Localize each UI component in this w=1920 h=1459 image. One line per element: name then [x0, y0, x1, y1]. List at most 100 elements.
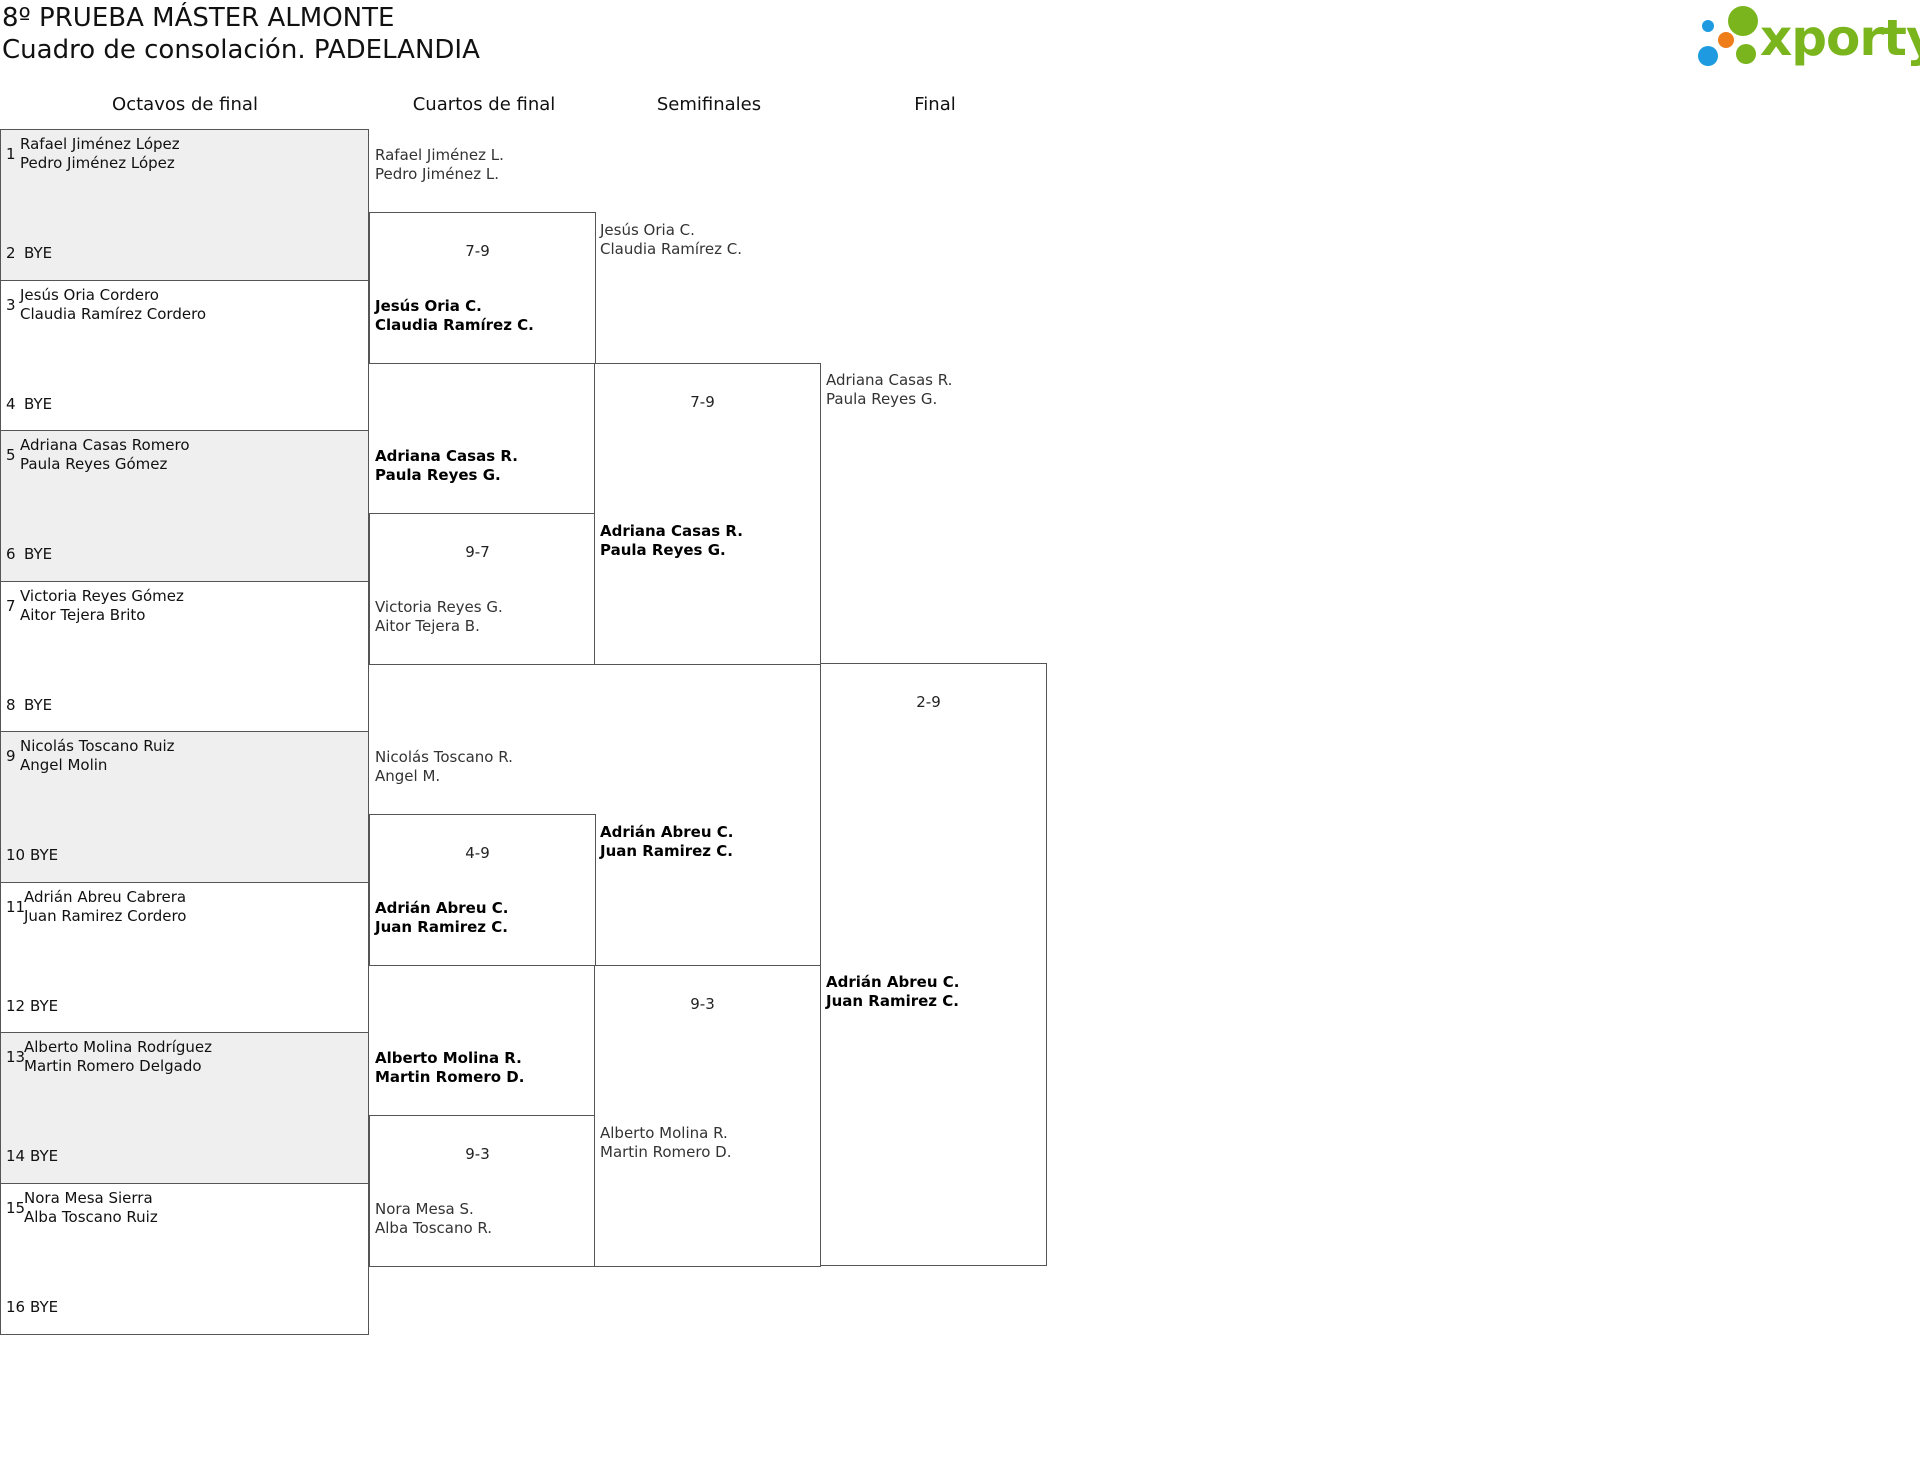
seed-number: 4 [6, 395, 16, 413]
cuartos-team: Jesús Oria C. [375, 297, 482, 315]
cuartos-match-box [369, 212, 596, 364]
final-score: 2-9 [916, 693, 941, 711]
semis-score: 9-3 [690, 995, 715, 1013]
cuartos-match-box [369, 814, 596, 966]
final-team: Paula Reyes G. [826, 390, 938, 408]
semis-team: Claudia Ramírez C. [600, 240, 743, 258]
final-team: Adriana Casas R. [826, 371, 953, 389]
bye-label: BYE [30, 846, 59, 864]
logo-dot-icon [1718, 32, 1734, 48]
cuartos-score: 9-3 [465, 1145, 490, 1163]
logo-dot-icon [1728, 6, 1758, 36]
seed-number: 1 [6, 145, 16, 163]
seed-number: 14 [6, 1147, 26, 1165]
team-player: Juan Ramirez Cordero [24, 907, 187, 925]
team-player: Claudia Ramírez Cordero [20, 305, 207, 323]
semis-team: Juan Ramirez C. [600, 842, 733, 860]
seed-number: 13 [6, 1048, 26, 1066]
first-round-pair [0, 731, 369, 883]
semis-team: Martin Romero D. [600, 1143, 732, 1161]
cuartos-match-box [369, 1115, 596, 1267]
bye-label: BYE [24, 244, 53, 262]
team-player: Victoria Reyes Gómez [20, 587, 184, 605]
semis-match-box [594, 965, 821, 1267]
seed-number: 8 [6, 696, 16, 714]
final-team: Juan Ramirez C. [826, 992, 959, 1010]
cuartos-team: Aitor Tejera B. [375, 617, 480, 635]
semis-team: Adrián Abreu C. [600, 823, 734, 841]
final-match-box [820, 663, 1047, 1266]
team-player: Nora Mesa Sierra [24, 1189, 153, 1207]
seed-number: 15 [6, 1199, 26, 1217]
seed-number: 3 [6, 296, 16, 314]
cuartos-score: 4-9 [465, 844, 490, 862]
semis-team: Alberto Molina R. [600, 1124, 728, 1142]
cuartos-team: Nicolás Toscano R. [375, 748, 513, 766]
seed-number: 10 [6, 846, 26, 864]
semis-team: Adriana Casas R. [600, 522, 743, 540]
team-player: Rafael Jiménez López [20, 135, 180, 153]
cuartos-team: Adrián Abreu C. [375, 899, 509, 917]
team-player: Martin Romero Delgado [24, 1057, 202, 1075]
cuartos-team: Rafael Jiménez L. [375, 146, 504, 164]
cuartos-team: Victoria Reyes G. [375, 598, 503, 616]
bye-label: BYE [30, 1298, 59, 1316]
xporty-logo[interactable]: xporty [1690, 2, 1920, 72]
seed-number: 2 [6, 244, 16, 262]
team-player: Adrián Abreu Cabrera [24, 888, 187, 906]
first-round-pair [0, 430, 369, 582]
team-player: Alba Toscano Ruiz [24, 1208, 158, 1226]
page-title: 8º PRUEBA MÁSTER ALMONTE [2, 3, 395, 33]
cuartos-team: Pedro Jiménez L. [375, 165, 499, 183]
bye-label: BYE [24, 545, 53, 563]
seed-number: 9 [6, 747, 16, 765]
team-player: Paula Reyes Gómez [20, 455, 168, 473]
cuartos-team: Nora Mesa S. [375, 1200, 474, 1218]
team-player: Jesús Oria Cordero [20, 286, 159, 304]
cuartos-team: Juan Ramirez C. [375, 918, 508, 936]
cuartos-team: Claudia Ramírez C. [375, 316, 534, 334]
team-player: Aitor Tejera Brito [20, 606, 146, 624]
cuartos-team: Alberto Molina R. [375, 1049, 522, 1067]
cuartos-score: 7-9 [465, 242, 490, 260]
logo-dot-icon [1736, 44, 1756, 64]
cuartos-team: Adriana Casas R. [375, 447, 518, 465]
semis-team: Paula Reyes G. [600, 541, 726, 559]
round-header-3: Semifinales [656, 94, 762, 115]
round-header-4: Final [914, 94, 956, 115]
seed-number: 6 [6, 545, 16, 563]
seed-number: 12 [6, 997, 26, 1015]
bye-label: BYE [24, 395, 53, 413]
final-team: Adrián Abreu C. [826, 973, 960, 991]
cuartos-team: Martin Romero D. [375, 1068, 525, 1086]
round-header-2: Cuartos de final [412, 94, 556, 115]
semis-match-box [594, 363, 821, 665]
cuartos-score: 9-7 [465, 543, 490, 561]
page-subtitle: Cuadro de consolación. PADELANDIA [2, 35, 480, 65]
semis-score: 7-9 [690, 393, 715, 411]
team-player: Adriana Casas Romero [20, 436, 190, 454]
seed-number: 7 [6, 597, 16, 615]
seed-number: 5 [6, 446, 16, 464]
team-player: Pedro Jiménez López [20, 154, 175, 172]
seed-number: 16 [6, 1298, 26, 1316]
bye-label: BYE [24, 696, 53, 714]
cuartos-team: Alba Toscano R. [375, 1219, 493, 1237]
cuartos-team: Angel M. [375, 767, 441, 785]
round-header-1: Octavos de final [112, 94, 258, 115]
cuartos-match-box [369, 513, 596, 665]
bye-label: BYE [30, 997, 59, 1015]
semis-team: Jesús Oria C. [600, 221, 695, 239]
first-round-pair [0, 1032, 369, 1184]
logo-text: xporty [1760, 9, 1920, 67]
team-player: Alberto Molina Rodríguez [24, 1038, 213, 1056]
cuartos-team: Paula Reyes G. [375, 466, 501, 484]
first-round-pair [0, 129, 369, 281]
seed-number: 11 [6, 898, 26, 916]
first-round-pair [0, 1183, 369, 1335]
bye-label: BYE [30, 1147, 59, 1165]
logo-dot-icon [1698, 46, 1718, 66]
logo-dot-icon [1702, 20, 1714, 32]
team-player: Angel Molin [20, 756, 108, 774]
team-player: Nicolás Toscano Ruiz [20, 737, 175, 755]
